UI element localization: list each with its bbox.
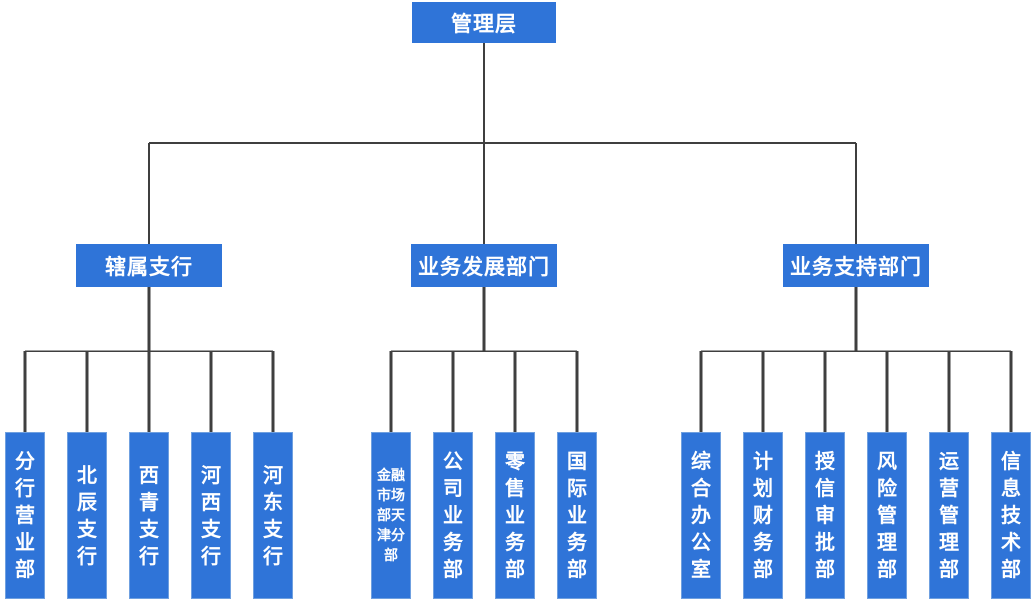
org-node-leaf: 计划财务部: [743, 432, 783, 599]
org-node-label: 国际业务部: [567, 449, 587, 581]
org-node-label: 零售业务部: [505, 449, 525, 581]
org-node-group: 业务支持部门: [783, 244, 929, 287]
org-node-leaf: 北辰支行: [67, 432, 107, 599]
org-node-root: 管理层: [412, 2, 556, 43]
org-node-label: 辖属支行: [105, 254, 193, 279]
org-node-leaf: 西青支行: [129, 432, 169, 599]
org-node-label: 业务发展部门: [418, 254, 550, 279]
org-node-leaf: 综合办公室: [681, 432, 721, 599]
org-node-label: 综合办公室: [691, 449, 711, 581]
org-node-leaf: 公司业务部: [433, 432, 473, 599]
org-node-label: 信息技术部: [1001, 449, 1021, 581]
org-node-leaf: 分行营业部: [5, 432, 45, 599]
org-node-leaf: 运营管理部: [929, 432, 969, 599]
org-node-label: 分行营业部: [15, 449, 35, 581]
org-node-label: 北辰支行: [77, 462, 97, 568]
org-node-leaf: 授信审批部: [805, 432, 845, 599]
org-node-label: 公司业务部: [443, 449, 463, 581]
org-node-label: 授信审批部: [815, 449, 835, 581]
org-node-label: 风险管理部: [877, 449, 897, 581]
org-node-leaf: 信息技术部: [991, 432, 1031, 599]
org-node-leaf: 河东支行: [253, 432, 293, 599]
org-node-group: 业务发展部门: [411, 244, 557, 287]
org-node-leaf: 金融市场部天津分部: [371, 432, 411, 599]
org-node-label: 金融市场部天津分部: [377, 467, 405, 564]
org-node-leaf: 国际业务部: [557, 432, 597, 599]
org-node-label: 河东支行: [263, 462, 283, 568]
org-node-label: 业务支持部门: [790, 254, 922, 279]
org-node-leaf: 河西支行: [191, 432, 231, 599]
org-node-label: 管理层: [451, 11, 517, 36]
org-node-label: 西青支行: [139, 462, 159, 568]
org-node-label: 河西支行: [201, 462, 221, 568]
org-node-leaf: 风险管理部: [867, 432, 907, 599]
org-node-label: 运营管理部: [939, 449, 959, 581]
org-node-label: 计划财务部: [753, 449, 773, 581]
org-node-leaf: 零售业务部: [495, 432, 535, 599]
org-node-group: 辖属支行: [76, 244, 222, 287]
